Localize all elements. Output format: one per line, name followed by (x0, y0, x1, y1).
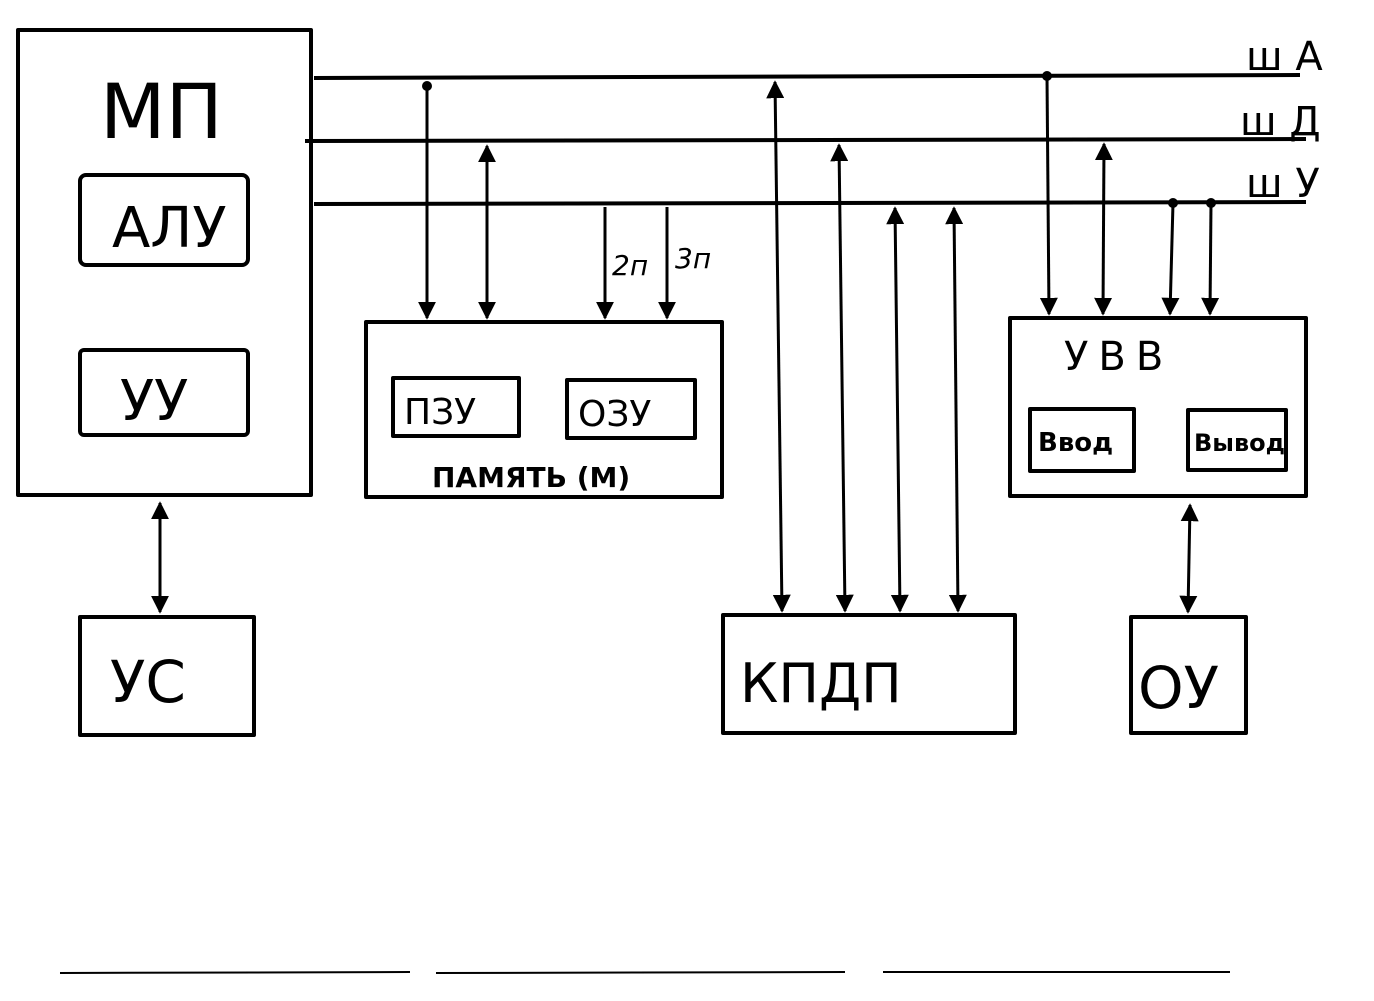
input-block[interactable] (1028, 407, 1136, 473)
kpdp-label: КПДП (740, 652, 902, 715)
kpdp-data-arrow (830, 143, 854, 613)
mp-block[interactable] (16, 28, 313, 497)
address-bus-label: ш А (1246, 34, 1323, 80)
rom-label: ПЗУ (404, 392, 476, 433)
scan-rule-1 (59, 971, 411, 974)
ou-block[interactable] (1129, 615, 1248, 735)
memory-block[interactable] (364, 320, 724, 499)
us-block[interactable] (78, 615, 256, 737)
data-bus-line (304, 137, 1307, 143)
output-block[interactable] (1186, 408, 1288, 472)
data-bus-label: ш Д (1240, 99, 1321, 145)
io-address-arrow (1039, 75, 1058, 316)
ou-label: ОУ (1138, 654, 1219, 722)
alu-block[interactable] (78, 173, 250, 267)
control-bus-label: ш У (1246, 161, 1320, 207)
uu-block[interactable] (78, 348, 250, 437)
address-bus-line (313, 73, 1301, 80)
output-label: Вывод (1194, 429, 1285, 457)
signal-3p-label: 3п (675, 242, 711, 275)
input-label: Ввод (1038, 428, 1113, 458)
io-block[interactable] (1008, 316, 1308, 498)
ram-block[interactable] (565, 378, 697, 440)
control-bus-line (313, 200, 1307, 206)
ram-label: ОЗУ (578, 394, 651, 435)
io-label: УВВ (1064, 334, 1173, 380)
io-ou-arrow (1179, 503, 1199, 614)
alu-label: АЛУ (112, 196, 227, 261)
memory-label: ПАМЯТЬ (М) (432, 461, 630, 494)
io-control-arrow-2 (1201, 202, 1220, 316)
rom-block[interactable] (391, 376, 521, 438)
kpdp-control-arrow-2 (945, 206, 967, 613)
scan-rule-2 (435, 971, 846, 974)
mp-label: МП (100, 67, 223, 156)
kpdp-block[interactable] (721, 613, 1017, 735)
signal-2p-label: 2п (612, 249, 648, 282)
kpdp-control-arrow-1 (886, 206, 909, 613)
io-data-arrow (1094, 142, 1113, 316)
us-label: УС (110, 648, 186, 716)
io-control-arrow-1 (1161, 202, 1180, 316)
uu-label: УУ (120, 369, 188, 434)
kpdp-address-arrow (766, 80, 791, 613)
